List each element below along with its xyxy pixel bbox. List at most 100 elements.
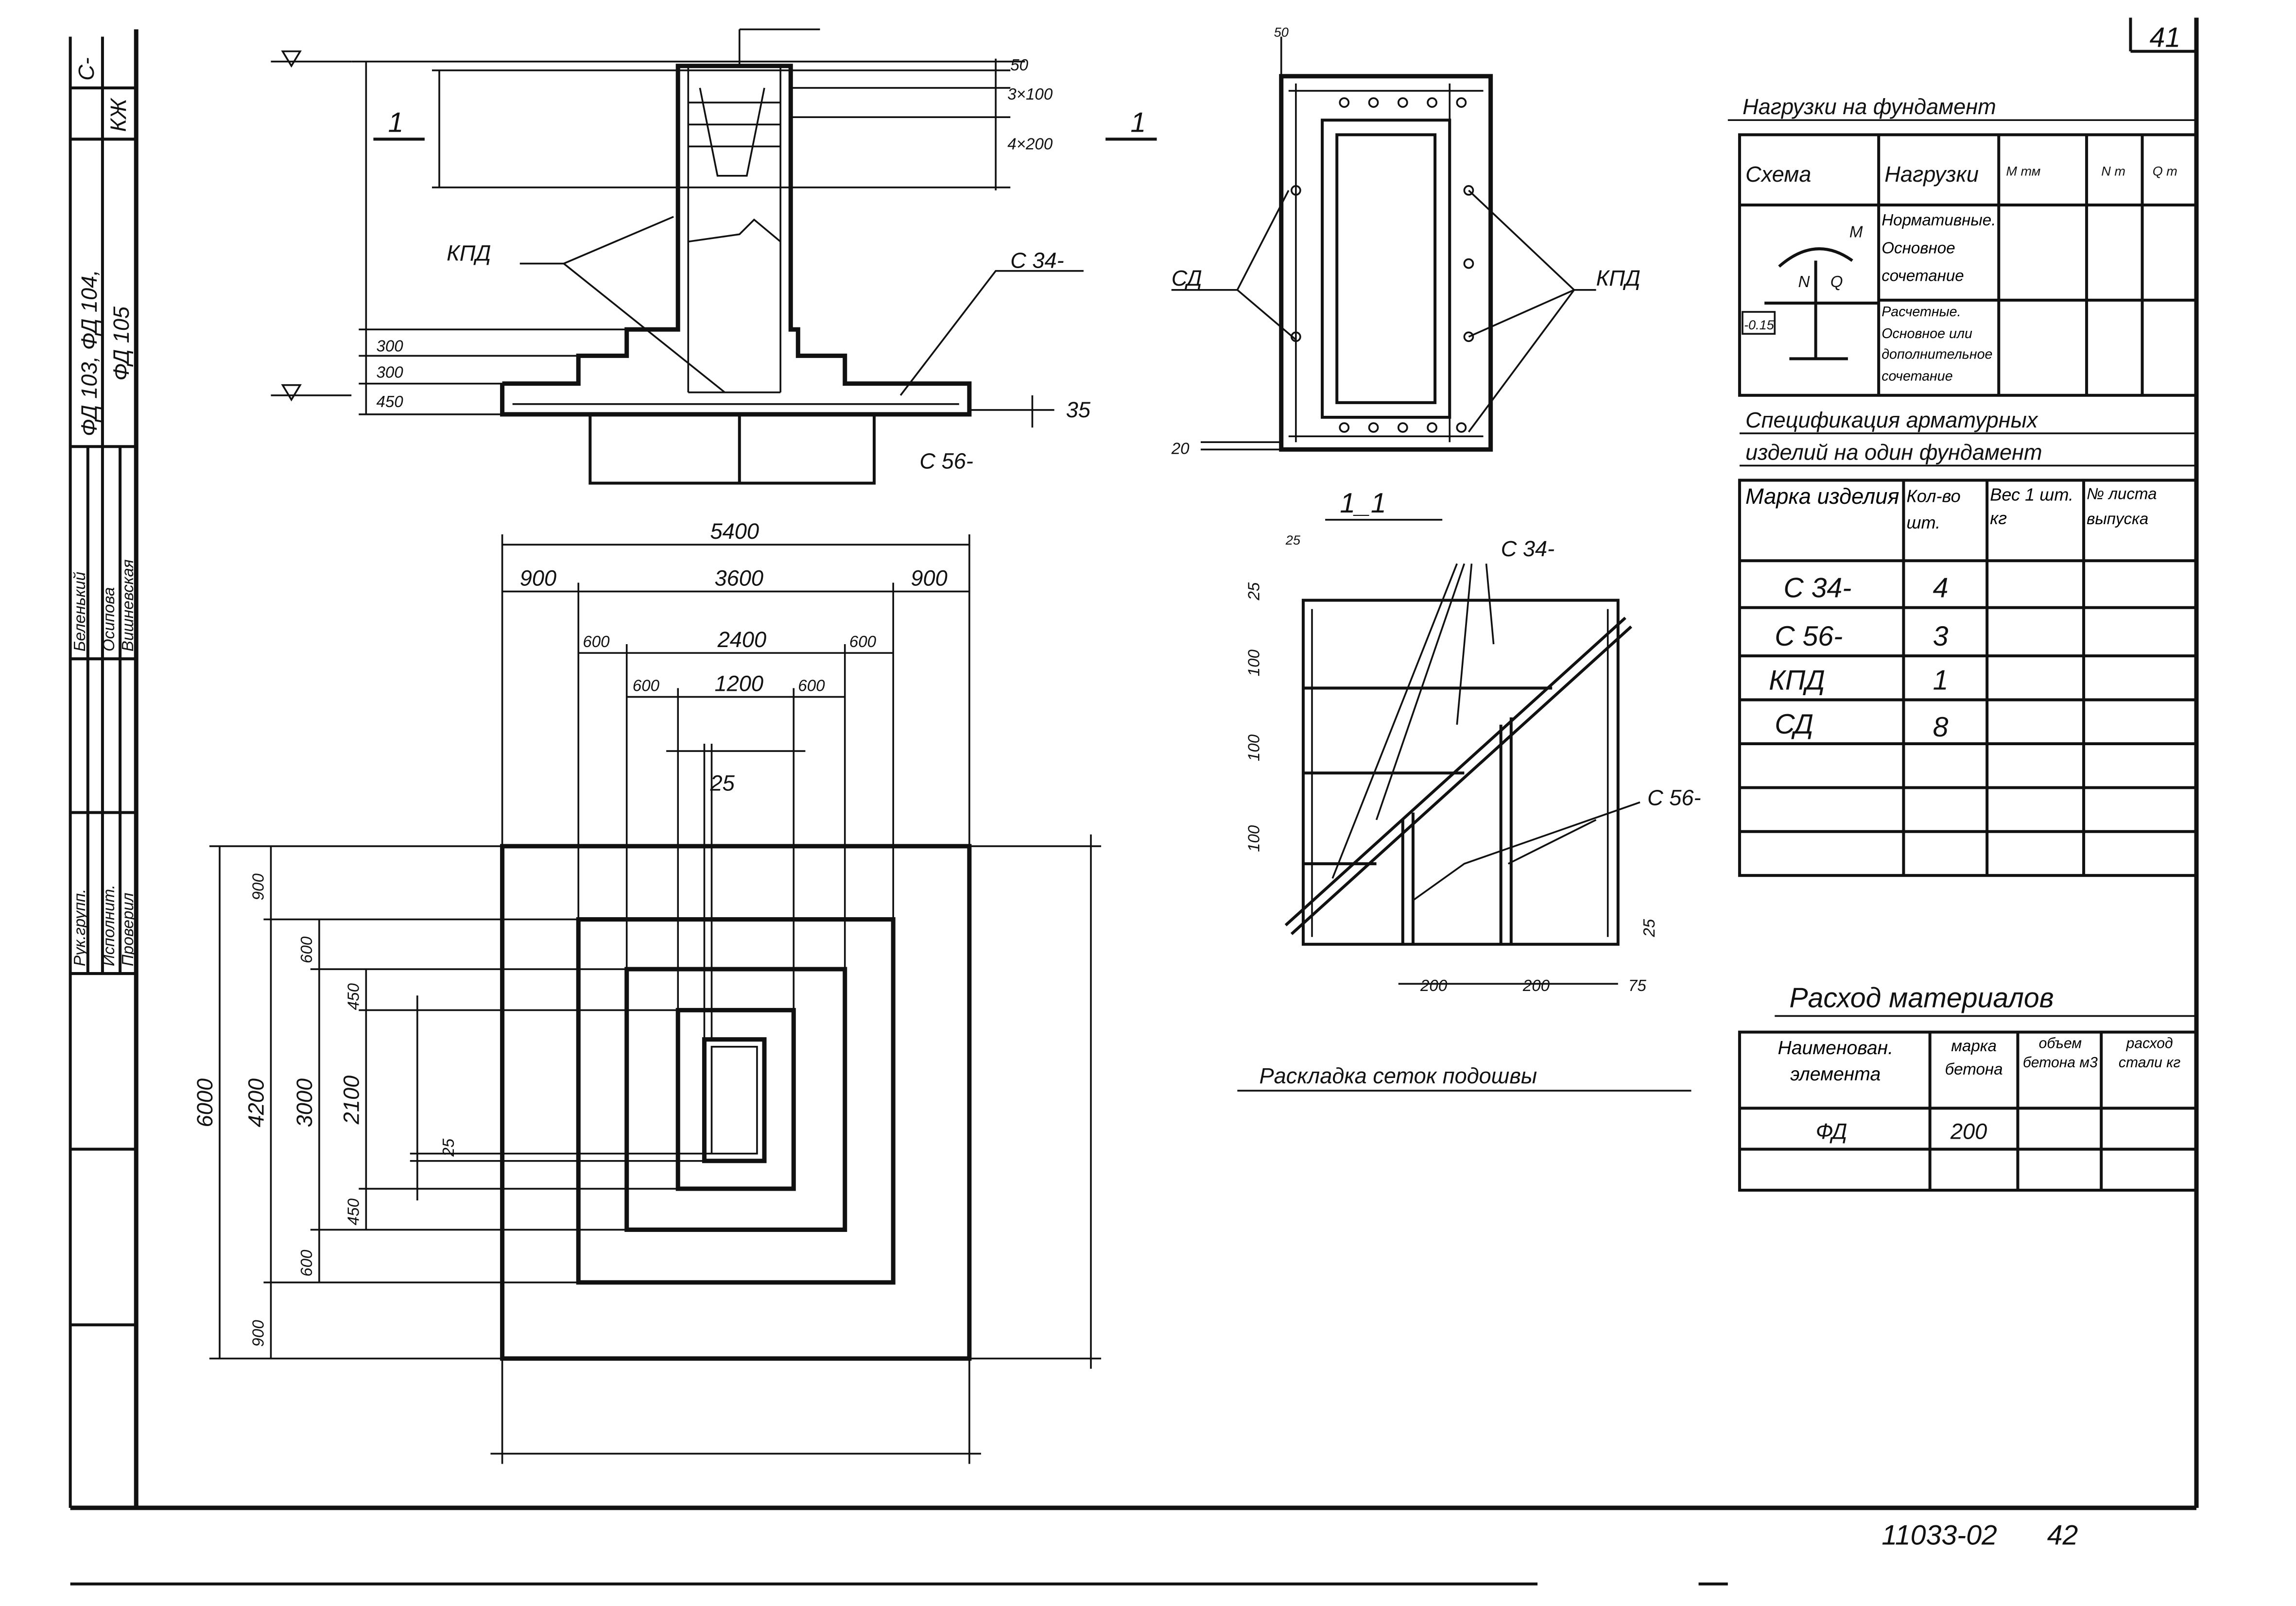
spec-mark: С 34- xyxy=(1783,573,1851,604)
scheme-n: N xyxy=(1798,273,1810,291)
dim-label: 600 xyxy=(298,936,316,963)
materials-name: ФД xyxy=(1816,1119,1847,1144)
materials-header: Наименован. элемента xyxy=(1778,1036,1894,1085)
spec-table-title-2: изделий на один фундамент xyxy=(1745,440,2042,464)
stamp-role: Исполнит. xyxy=(100,885,118,966)
materials-header: марка бетона xyxy=(1945,1038,2003,1079)
dim-label: 600 xyxy=(298,1249,316,1277)
dim-label: 600 xyxy=(798,677,825,695)
dim-label: 200 xyxy=(1522,977,1550,995)
spec-mark: СД xyxy=(1775,709,1813,740)
spec-mark: КПД xyxy=(1769,665,1825,696)
scheme-q: Q xyxy=(1830,273,1843,291)
dim-label: 25 xyxy=(1285,532,1301,547)
dim-label: 2100 xyxy=(339,1076,363,1125)
stamp-name: Беленький xyxy=(71,572,89,651)
dim-label: 3600 xyxy=(715,566,764,591)
dim-label: 5400 xyxy=(710,519,759,544)
stamp-name: Вишневская xyxy=(119,559,137,651)
dim-label: 25 xyxy=(1640,919,1658,937)
dim-label: 100 xyxy=(1245,734,1263,761)
dim-label: 200 xyxy=(1420,977,1448,995)
dim-label: 450 xyxy=(376,393,403,411)
loads-table-title: Нагрузки на фундамент xyxy=(1743,94,1996,119)
loads-header: N т xyxy=(2101,164,2125,179)
dim-label: 600 xyxy=(849,633,877,651)
dim-label: 300 xyxy=(376,364,403,382)
dim-label: 450 xyxy=(345,1198,363,1226)
dim-label: 2400 xyxy=(717,627,767,652)
sheet-number: 41 xyxy=(2150,22,2181,53)
c56-label: С 56- xyxy=(919,448,973,473)
c34-label: С 34- xyxy=(1501,536,1555,561)
dim-label: 900 xyxy=(249,873,267,901)
materials-header: расход стали кг xyxy=(2118,1036,2181,1072)
stamp-code-top: С- xyxy=(74,57,99,81)
dim-label: 4200 xyxy=(243,1078,268,1128)
materials-table-title: Расход материалов xyxy=(1789,982,2054,1013)
spec-mark: С 56- xyxy=(1775,621,1843,652)
stamp-role: Рук.групп. xyxy=(71,889,89,966)
stamp-designation-2: ФД 105 xyxy=(109,306,134,381)
section-title: 1_1 xyxy=(1340,488,1386,519)
dim-label: 3000 xyxy=(292,1078,317,1128)
loads-row-label: Нормативные. Основное сочетание xyxy=(1882,212,1996,286)
c34-label: С 34- xyxy=(1010,248,1064,273)
materials-header: объем бетона м3 xyxy=(2022,1036,2098,1072)
dim-label: 25 xyxy=(440,1138,458,1157)
dim-label: 1200 xyxy=(715,671,764,696)
c56-label: С 56- xyxy=(1647,786,1701,810)
stamp-code-kj: КЖ xyxy=(106,98,131,132)
stamp-role: Проверил xyxy=(119,893,137,966)
dim-label: 6000 xyxy=(192,1078,217,1128)
pedestal-plan-view xyxy=(1171,36,1596,452)
loads-row-label: Расчетные. Основное или дополнительное с… xyxy=(1882,304,1993,385)
dim-label: 900 xyxy=(911,566,947,591)
sd-label: СД xyxy=(1172,266,1202,290)
dim-label: 25 xyxy=(1245,582,1263,600)
section-1-1-view xyxy=(1237,519,1692,1092)
dim-label: 25 xyxy=(709,770,735,795)
spec-header: Марка изделия xyxy=(1745,484,1899,510)
foundation-plan-view xyxy=(209,534,1102,1464)
materials-grade: 200 xyxy=(1950,1119,1987,1144)
scheme-level: -0.15 xyxy=(1744,317,1775,332)
dim-label: 50 xyxy=(1010,56,1028,74)
kpd-label: КПД xyxy=(447,241,491,266)
title-stamp-strip xyxy=(70,36,137,1327)
kpd-label: КПД xyxy=(1596,266,1640,290)
stamp-name: Осипова xyxy=(100,587,118,651)
dim-label: 3×100 xyxy=(1007,85,1053,103)
dim-label: 20 xyxy=(1171,440,1190,458)
dim-label: 600 xyxy=(633,677,660,695)
section-caption: Раскладка сеток подошвы xyxy=(1260,1063,1537,1088)
dim-label: 100 xyxy=(1245,825,1263,852)
loads-table xyxy=(1727,119,2198,397)
materials-table xyxy=(1738,1015,2198,1192)
stamp-designation: ФД 103, ФД 104, xyxy=(77,270,102,436)
spec-table-title: Спецификация арматурных xyxy=(1745,408,2038,432)
dim-label: 75 xyxy=(1628,977,1646,995)
foundation-section-view xyxy=(271,28,1157,485)
spec-qty: 8 xyxy=(1933,712,1949,743)
loads-header: Схема xyxy=(1745,162,1811,187)
loads-header: Q т xyxy=(2153,164,2177,179)
spec-table xyxy=(1738,432,2198,877)
dim-label: 900 xyxy=(249,1320,267,1347)
spec-header: № листа выпуска xyxy=(2087,486,2157,529)
spec-header: Кол-во шт. xyxy=(1906,486,1961,533)
drawing-code: 11033-02 xyxy=(1882,1520,1997,1551)
drawing-page: 42 xyxy=(2047,1520,2078,1551)
spec-qty: 4 xyxy=(1933,573,1949,604)
dim-label: 300 xyxy=(376,337,403,355)
spec-qty: 3 xyxy=(1933,621,1949,652)
dim-label: 600 xyxy=(583,633,610,651)
spec-header: Вес 1 шт. кг xyxy=(1990,484,2074,529)
section-label-right: 1 xyxy=(1130,107,1146,138)
dim-label: 35 xyxy=(1066,397,1091,422)
section-label: 1 xyxy=(388,107,404,138)
dim-label: 100 xyxy=(1245,649,1263,676)
dim-label: 4×200 xyxy=(1007,136,1053,154)
spec-qty: 1 xyxy=(1933,665,1949,696)
loads-header: M тм xyxy=(2006,164,2040,179)
